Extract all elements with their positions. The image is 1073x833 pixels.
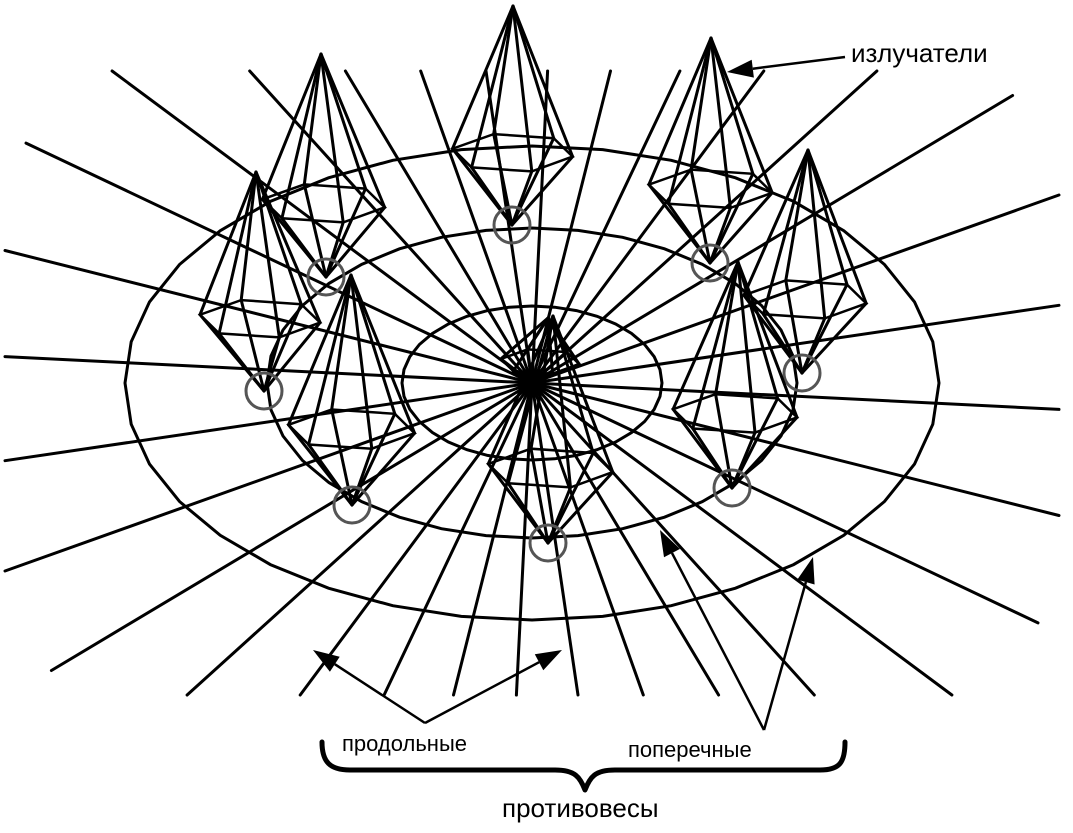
emitter-7 (286, 273, 417, 525)
radial-2 (530, 381, 1061, 517)
feed-point-8 (712, 468, 752, 508)
radial-23 (419, 69, 534, 385)
radial-31 (530, 193, 1061, 385)
radial-8 (530, 381, 580, 697)
radial-18 (3, 249, 534, 385)
emitter-9 (485, 314, 616, 563)
radial-7 (530, 381, 645, 697)
feed-point-1 (492, 205, 532, 245)
arrows-group (313, 55, 846, 731)
feed-point-2 (306, 257, 346, 297)
radial-16 (3, 381, 534, 463)
feed-point-3 (690, 243, 730, 283)
radial-11 (382, 381, 534, 697)
emitter-4 (197, 170, 323, 411)
radial-22 (343, 69, 534, 385)
transverse-arrow-inner (660, 530, 766, 731)
feed-point-5 (782, 353, 822, 393)
emitter-2 (260, 52, 387, 297)
feed-point-7 (332, 485, 372, 525)
counterpoise-brace (319, 739, 848, 793)
emitters-group (197, 4, 869, 563)
transverse-label: поперечные (628, 737, 752, 762)
emitter-3 (646, 36, 775, 283)
radial-1 (530, 381, 1061, 411)
radial-29 (530, 69, 879, 385)
longitudinal-arrow-right (424, 650, 562, 725)
radial-15 (3, 381, 534, 573)
emitters-arrow (727, 55, 846, 78)
radial-21 (248, 69, 534, 385)
radial-13 (185, 381, 534, 697)
emitters-label: излучатели (851, 38, 988, 68)
radial-5 (530, 381, 816, 697)
radial-10 (452, 381, 534, 697)
radial-28 (530, 69, 766, 385)
ring-3 (123, 144, 941, 622)
radial-24 (484, 69, 534, 385)
radial-20 (110, 69, 534, 385)
transverse-arrow-outer (762, 557, 815, 731)
emitter-8 (670, 260, 800, 508)
longitudinal-arrow-left (313, 650, 426, 725)
radial-19 (24, 141, 534, 385)
longitudinal-counterpoise-radials (3, 69, 1061, 697)
longitudinal-label: продольные (342, 731, 467, 756)
radial-12 (298, 381, 534, 697)
radial-3 (530, 381, 1040, 625)
emitter-1 (450, 4, 575, 245)
radial-4 (530, 381, 954, 697)
radial-9 (514, 381, 534, 697)
ring-1 (400, 304, 664, 462)
counterpoises-label: противовесы (502, 793, 659, 823)
radial-30 (530, 94, 1015, 385)
feed-point-4 (244, 371, 284, 411)
emitter-5 (741, 148, 869, 393)
radial-6 (530, 381, 721, 697)
radial-14 (49, 381, 534, 672)
feed-point-9 (528, 523, 568, 563)
